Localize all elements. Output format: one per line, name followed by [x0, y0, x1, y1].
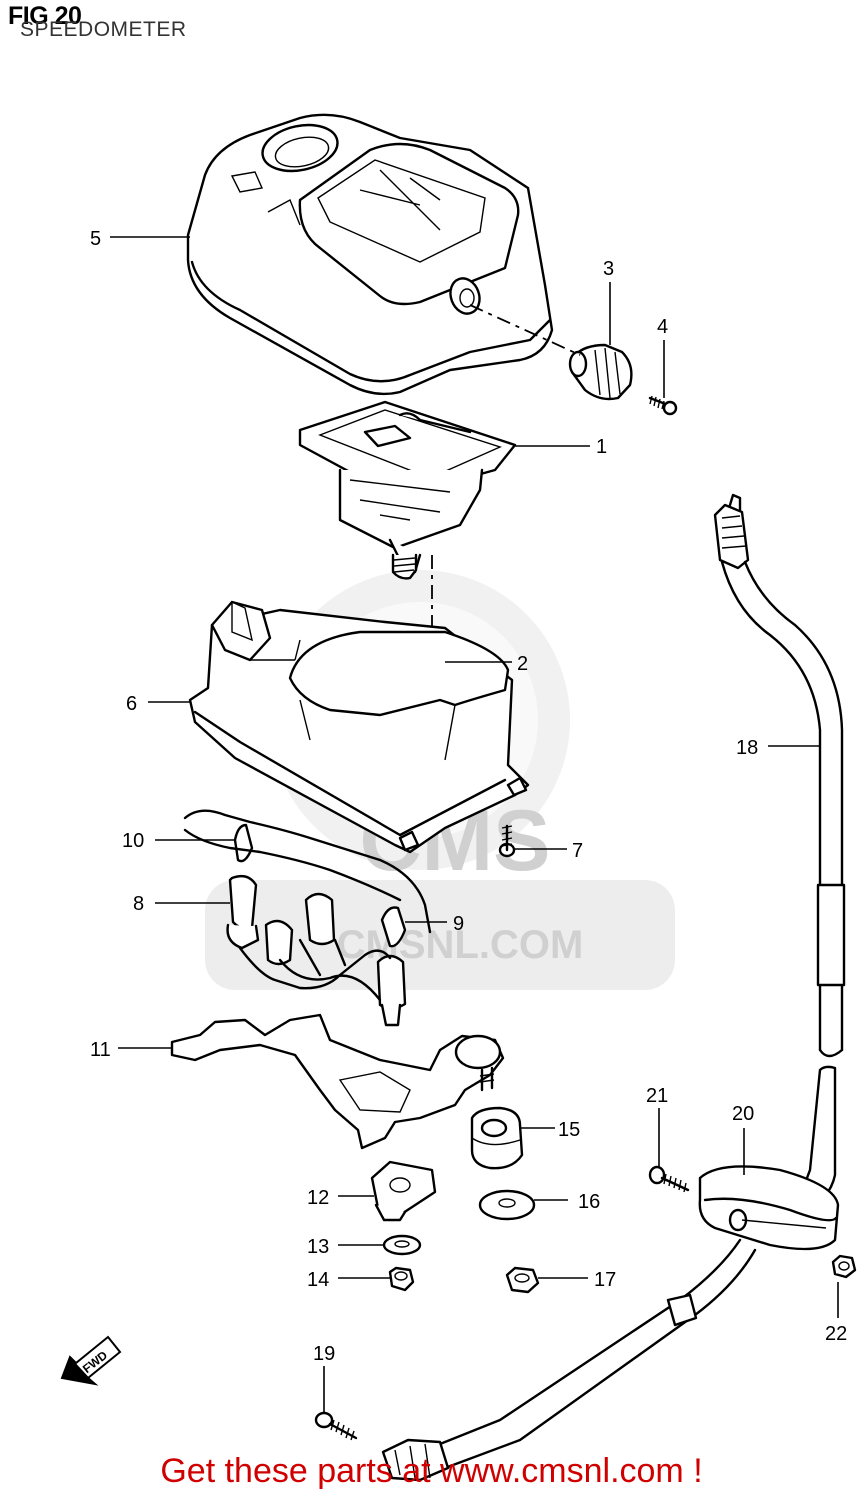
part-22-nut — [831, 1254, 857, 1279]
part-21-bolt — [648, 1165, 690, 1193]
callout-labels: 5 3 4 1 2 6 7 10 8 9 11 12 13 14 15 16 1… — [90, 228, 847, 1365]
callout-5: 5 — [90, 228, 101, 250]
callout-13: 13 — [307, 1236, 329, 1258]
part-3-trip-knob — [568, 343, 633, 401]
callout-7: 7 — [572, 840, 583, 862]
part-10-bulb — [183, 809, 432, 934]
figure-title: FIG 20 — [8, 2, 82, 30]
part-13-washer — [382, 1234, 422, 1256]
part-16-washer — [478, 1189, 536, 1221]
callout-17: 17 — [594, 1269, 616, 1291]
callout-2: 2 — [517, 653, 528, 675]
part-17-nut — [505, 1266, 540, 1294]
part-8-bulb-socket — [226, 874, 407, 1027]
part-6-lower-case — [188, 600, 530, 854]
callout-8: 8 — [133, 893, 144, 915]
callout-12: 12 — [307, 1187, 329, 1209]
callout-1: 1 — [596, 436, 607, 458]
part-7-screw — [498, 824, 516, 858]
fwd-direction-arrow: FWD — [60, 1335, 122, 1386]
leader-lines — [110, 236, 839, 1412]
part-19-bolt — [314, 1411, 358, 1441]
part-9-bulb — [380, 906, 407, 948]
callout-16: 16 — [578, 1191, 600, 1213]
callout-18: 18 — [736, 737, 758, 759]
part-12-cable-clamp — [370, 1160, 437, 1222]
promo-banner-link[interactable]: Get these parts at www.cmsnl.com ! — [160, 1452, 703, 1490]
part-4-screw — [648, 395, 678, 416]
part-5-upper-case — [186, 113, 554, 396]
callout-22: 22 — [825, 1323, 847, 1345]
part-18-speedometer-cable — [381, 493, 846, 1482]
callout-9: 9 — [453, 913, 464, 935]
part-15-grommet — [470, 1106, 524, 1170]
part-11-bracket — [170, 1013, 505, 1150]
callout-14: 14 — [307, 1269, 329, 1291]
callout-11: 11 — [90, 1039, 111, 1061]
callout-6: 6 — [126, 693, 137, 715]
callout-20: 20 — [732, 1103, 754, 1125]
figure-subtitle: SPEEDOMETER — [20, 18, 187, 41]
part-14-nut — [388, 1266, 415, 1292]
callout-3: 3 — [603, 258, 614, 280]
callout-4: 4 — [657, 316, 668, 338]
part-1-speedometer-assy — [298, 400, 517, 580]
callout-21: 21 — [646, 1085, 668, 1107]
callout-15: 15 — [558, 1119, 580, 1141]
watermark-url: CMSNL.COM — [337, 923, 584, 967]
callout-19: 19 — [313, 1343, 335, 1365]
callout-10: 10 — [122, 830, 144, 852]
part-20-cable-clamp — [698, 1165, 840, 1251]
